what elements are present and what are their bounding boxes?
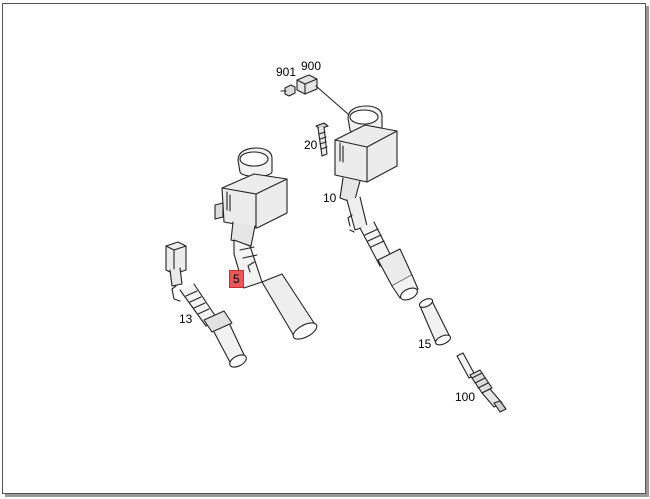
label-10: 10 <box>323 191 337 205</box>
label-20: 20 <box>304 138 318 152</box>
part-10-ignition-coil <box>334 105 419 301</box>
part-15-sleeve <box>418 298 452 346</box>
label-901: 901 <box>276 65 297 79</box>
label-100: 100 <box>455 390 476 404</box>
label-15: 15 <box>418 337 432 351</box>
part-100-spark-plug <box>456 352 507 413</box>
diagram-frame <box>2 3 649 497</box>
label-900: 900 <box>301 59 322 73</box>
part-900-connector <box>296 74 349 115</box>
label-13: 13 <box>179 312 193 326</box>
part-13-connector-rod <box>165 241 247 368</box>
part-901-clip <box>280 84 296 97</box>
part-20-bolt <box>315 122 329 157</box>
part-5-ignition-coil <box>214 147 318 340</box>
label-5-highlighted[interactable]: 5 <box>229 270 244 288</box>
